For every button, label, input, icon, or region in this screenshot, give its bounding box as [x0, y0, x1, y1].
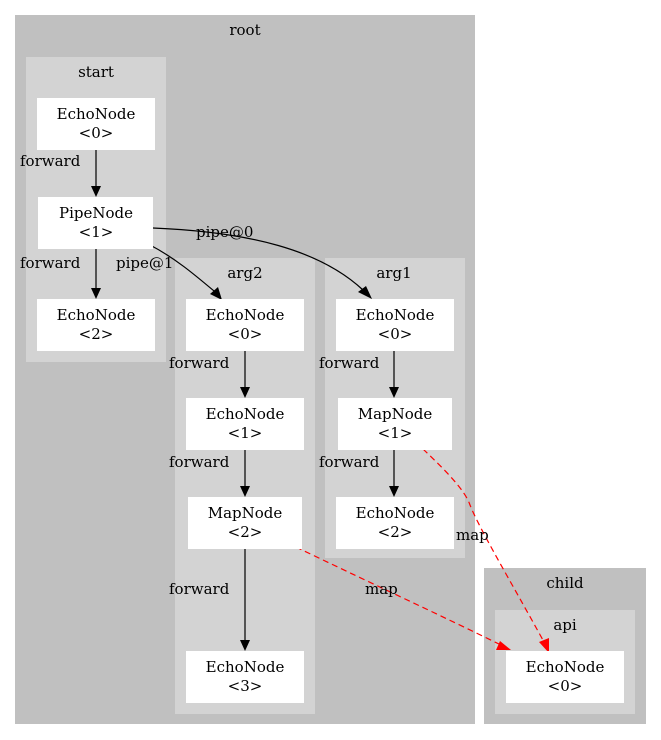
node-name: EchoNode: [57, 306, 136, 324]
edge-start0-start1: forward: [20, 150, 101, 197]
node-index: <3>: [228, 677, 263, 695]
edge-label-forward: forward: [319, 354, 380, 372]
node-name: MapNode: [208, 504, 283, 522]
cluster-start-label: start: [78, 63, 114, 81]
node-index: <1>: [228, 424, 263, 442]
node-index: <2>: [79, 325, 114, 343]
edge-start1-arg2-0: pipe@1: [116, 244, 222, 300]
node-index: <0>: [79, 124, 114, 142]
node-name: EchoNode: [356, 306, 435, 324]
node-start-echo-0[interactable]: EchoNode <0>: [37, 98, 155, 150]
node-name: MapNode: [358, 405, 433, 423]
node-api-echo-0[interactable]: EchoNode <0>: [506, 651, 624, 703]
edge-label-pipe1: pipe@1: [116, 254, 173, 272]
node-index: <2>: [228, 523, 263, 541]
node-index: <0>: [378, 325, 413, 343]
edge-arg2-2-arg2-3: forward: [169, 549, 250, 651]
node-name: EchoNode: [57, 105, 136, 123]
node-arg2-echo-0[interactable]: EchoNode <0>: [186, 299, 304, 351]
edge-label-forward: forward: [169, 580, 230, 598]
node-index: <0>: [228, 325, 263, 343]
node-name: EchoNode: [206, 658, 285, 676]
edge-label-map: map: [456, 526, 489, 544]
edge-arg2-0-arg2-1: forward: [169, 351, 250, 398]
node-name: EchoNode: [526, 658, 605, 676]
cluster-arg2-label: arg2: [227, 264, 262, 282]
node-start-echo-2[interactable]: EchoNode <2>: [37, 299, 155, 351]
edge-label-forward: forward: [169, 453, 230, 471]
edge-label-forward: forward: [319, 453, 380, 471]
edge-label-forward: forward: [169, 354, 230, 372]
edge-label-forward: forward: [20, 152, 81, 170]
cluster-root-label: root: [229, 21, 260, 39]
node-index: <1>: [378, 424, 413, 442]
node-index: <0>: [548, 677, 583, 695]
cluster-arg1-label: arg1: [376, 264, 411, 282]
edge-label-forward: forward: [20, 254, 81, 272]
node-index: <2>: [378, 523, 413, 541]
edge-arg2-2-api-0: map: [295, 546, 511, 650]
node-arg2-map-2[interactable]: MapNode <2>: [188, 497, 302, 549]
edge-arg1-1-arg1-2: forward: [319, 450, 399, 497]
edge-label-map: map: [365, 580, 398, 598]
cluster-api-label: api: [553, 616, 577, 634]
node-name: EchoNode: [356, 504, 435, 522]
edge-start1-start2: forward: [20, 249, 101, 299]
edge-arg2-1-arg2-2: forward: [169, 450, 250, 497]
edge-arg1-1-api-0: map: [422, 448, 549, 653]
node-arg1-echo-2[interactable]: EchoNode <2>: [336, 497, 454, 549]
node-arg1-map-1[interactable]: MapNode <1>: [338, 398, 452, 450]
node-arg1-echo-0[interactable]: EchoNode <0>: [336, 299, 454, 351]
node-name: PipeNode: [59, 204, 133, 222]
cluster-child-label: child: [546, 574, 584, 592]
edge-start1-arg1-0: pipe@0: [152, 223, 372, 299]
node-start-pipe-1[interactable]: PipeNode <1>: [38, 197, 153, 249]
edge-label-pipe0: pipe@0: [196, 223, 253, 241]
node-arg2-echo-3[interactable]: EchoNode <3>: [186, 651, 304, 703]
node-name: EchoNode: [206, 306, 285, 324]
node-name: EchoNode: [206, 405, 285, 423]
node-arg2-echo-1[interactable]: EchoNode <1>: [186, 398, 304, 450]
edge-arg1-0-arg1-1: forward: [319, 351, 399, 398]
node-index: <1>: [79, 223, 114, 241]
